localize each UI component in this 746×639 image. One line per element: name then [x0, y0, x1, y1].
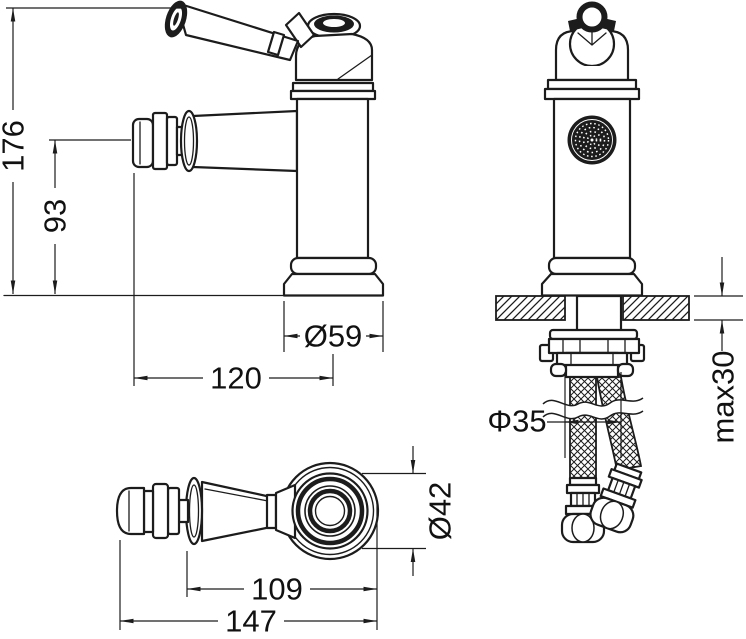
- dim-label-max30: max30: [706, 350, 741, 443]
- dim-total-height: 176: [0, 7, 186, 294]
- dim-label-o59: Ø59: [304, 319, 363, 354]
- top-view: [115, 461, 380, 561]
- handle-ring: [576, 1, 608, 33]
- dim-label-147: 147: [225, 604, 277, 639]
- dimensions: 176 93 Ø59: [0, 7, 743, 639]
- fixing-nut-assembly: [538, 328, 646, 379]
- dim-label-120: 120: [210, 361, 262, 396]
- faucet-body-side: [282, 81, 385, 297]
- dim-label-93: 93: [38, 199, 73, 233]
- faucet-body-front: [540, 78, 644, 297]
- dim-body-diameter: Ø42: [362, 446, 458, 576]
- lever-handle-top: [115, 476, 297, 546]
- mounting-shank: [575, 294, 623, 333]
- dim-spout-height: 93: [38, 139, 131, 294]
- dim-handle-reach: 109: [186, 503, 378, 630]
- dim-deck-thickness: max30: [694, 257, 743, 444]
- dim-base-diameter: Ø59: [283, 301, 384, 354]
- hose-fitting-right: [589, 462, 643, 534]
- dim-label-f35: Φ35: [487, 404, 546, 439]
- faucet-head-side: [294, 12, 374, 82]
- dim-total-length: 147: [119, 540, 377, 639]
- side-view: [3, 0, 385, 297]
- dim-label-109: 109: [251, 572, 303, 607]
- lever-handle-side: [164, 0, 316, 62]
- dim-label-o42: Ø42: [423, 482, 458, 541]
- dim-label-176: 176: [0, 120, 31, 172]
- handle-end-cap: [164, 0, 188, 38]
- spray-nozzle-side: [131, 109, 299, 173]
- dim-hole-diameter: Φ35: [487, 372, 622, 458]
- dim-reach: 120: [133, 173, 334, 396]
- aerator: [567, 115, 617, 165]
- hose-fitting-left: [560, 476, 606, 544]
- countertop-section: [495, 294, 690, 333]
- front-view: [495, 1, 690, 544]
- supply-hoses: [542, 376, 644, 544]
